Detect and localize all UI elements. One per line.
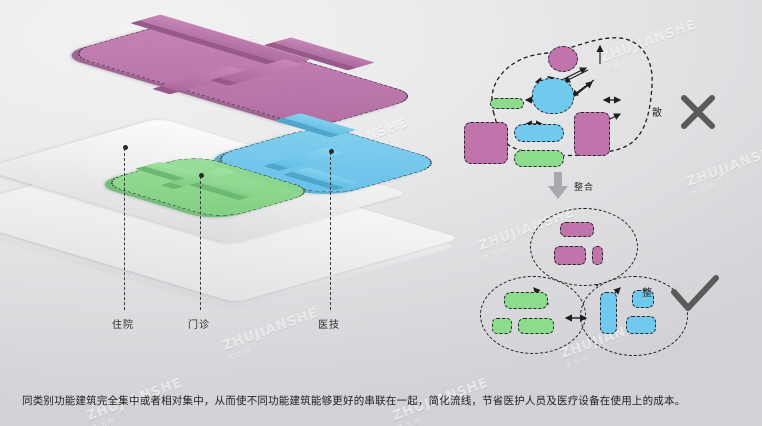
scattered-node-pink-block-left xyxy=(464,122,508,164)
arrow-down-icon xyxy=(548,172,568,199)
concept-diagrams: 散 整合 xyxy=(464,0,762,380)
label-outpatient: 门诊 xyxy=(188,320,210,331)
check-icon xyxy=(671,275,719,311)
scattered-label: 散 xyxy=(652,108,663,119)
integrated-node-outpatient-b xyxy=(492,318,512,334)
caption-text: 同类别功能建筑完全集中或者相对集中，从而使不同功能建筑能够更好的串联在一起，简化… xyxy=(22,395,686,408)
cross-icon xyxy=(681,95,715,129)
scattered-node-pink-block-right xyxy=(574,112,610,156)
scattered-node-blue-circle xyxy=(532,78,574,114)
integrated-node-outpatient-c xyxy=(518,318,554,334)
cluster-ring-inpatient xyxy=(530,208,638,286)
leader-line-outpatient xyxy=(198,173,204,310)
integrated-node-inpatient-b xyxy=(554,246,586,265)
integrated-node-outpatient-a xyxy=(504,292,548,309)
integrated-node-medtech-a xyxy=(600,292,617,334)
integrated-node-medtech-b xyxy=(632,290,654,308)
scattered-node-pink-circle-top xyxy=(548,46,578,72)
leader-line-inpatient xyxy=(122,145,128,310)
scattered-boundary xyxy=(491,37,653,157)
leader-line-medtech xyxy=(328,149,334,310)
scattered-node-green-bar-lower xyxy=(514,150,564,167)
integrated-node-inpatient-c xyxy=(592,246,603,265)
scattered-node-blue-bar-center xyxy=(514,124,564,142)
integrated-node-medtech-c xyxy=(626,316,656,334)
integrated-node-inpatient-a xyxy=(560,222,594,237)
massing-model-3d: 住院 门诊 医技 xyxy=(0,14,461,331)
integrated-label: 整 xyxy=(642,288,653,299)
integrated-node-medtech-d xyxy=(596,284,598,286)
label-medical-technology: 医技 xyxy=(318,320,340,331)
label-inpatient: 住院 xyxy=(112,320,134,331)
scattered-node-green-bar-small xyxy=(490,98,524,109)
transition-label: 整合 xyxy=(574,183,595,193)
